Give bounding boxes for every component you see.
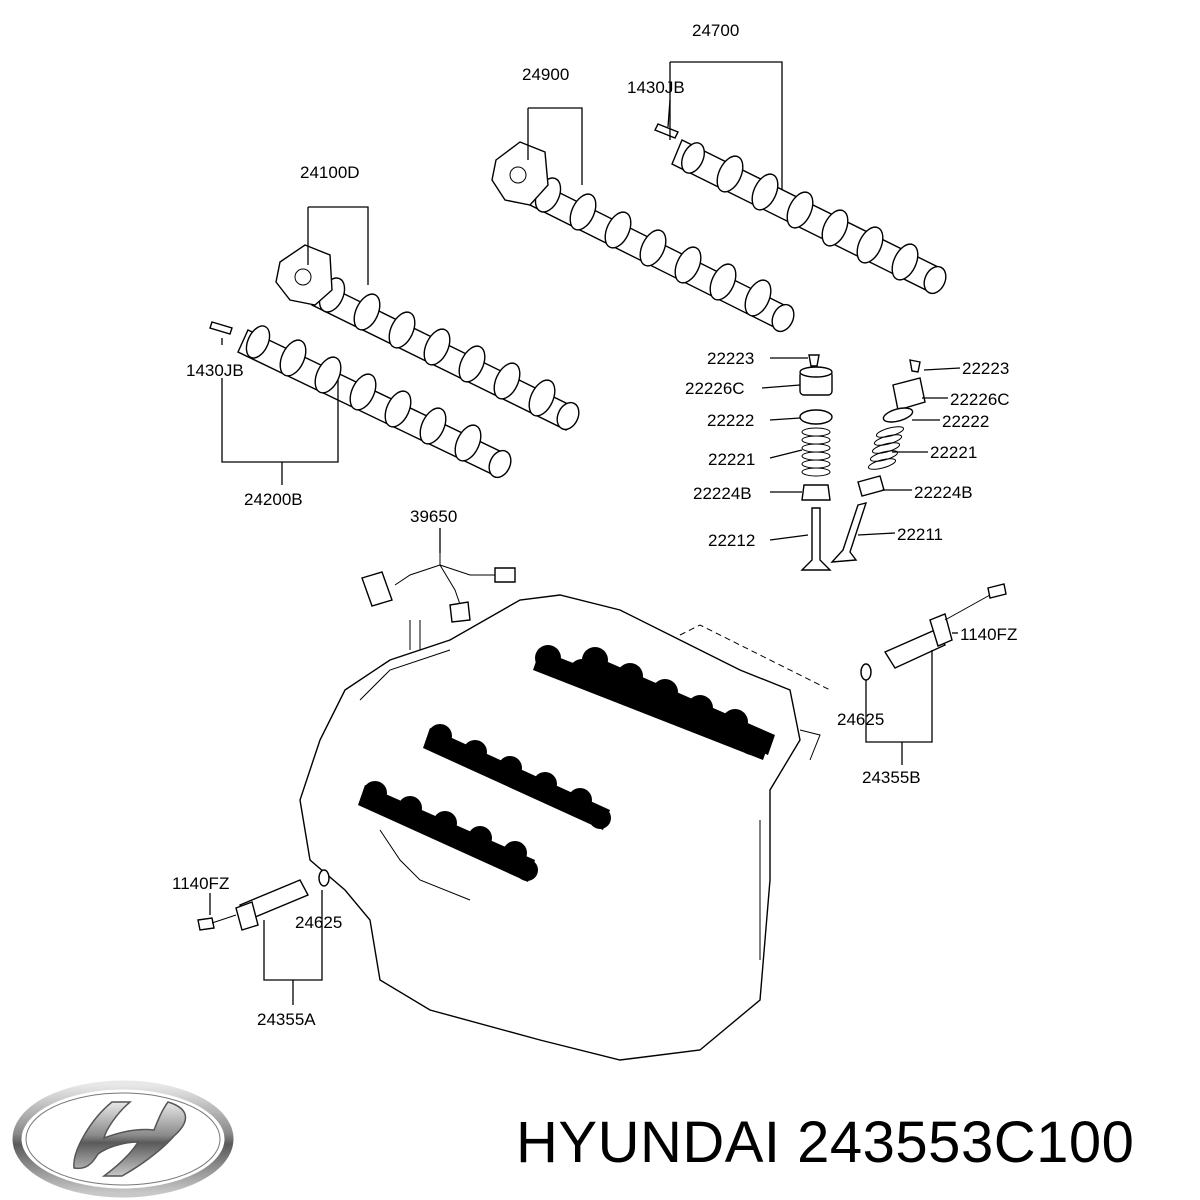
valve-train-left	[799, 354, 833, 571]
label-1430JB-left: 1430JB	[186, 361, 244, 380]
brand-name: HYUNDAI	[516, 1110, 781, 1175]
label-24200B: 24200B	[244, 490, 303, 509]
label-1140FZ-left: 1140FZ	[172, 874, 229, 893]
ocv-24355A	[197, 869, 330, 931]
label-22226C-right: 22226C	[950, 390, 1010, 409]
label-24100D: 24100D	[300, 163, 360, 182]
wiring-harness-39650	[361, 553, 516, 623]
label-22224B-right: 22224B	[914, 483, 973, 502]
label-22223-right: 22223	[962, 359, 1009, 378]
label-24625-right: 24625	[837, 710, 884, 729]
label-24355A: 24355A	[257, 1010, 316, 1029]
label-24355B: 24355B	[862, 768, 921, 787]
leader-lines	[209, 61, 961, 1005]
label-1140FZ-right: 1140FZ	[960, 625, 1017, 644]
ocv-24355B	[860, 583, 1007, 681]
camshaft-24900	[491, 141, 795, 333]
installed-camshafts	[358, 645, 775, 882]
label-24700: 24700	[692, 21, 739, 40]
label-24625-left: 24625	[295, 913, 342, 932]
label-22226C-left: 22226C	[685, 379, 745, 398]
camshaft-24700	[654, 123, 947, 295]
part-labels: 24700 24900 1430JB 24100D 1430JB 24200B …	[172, 21, 1017, 1029]
label-22221-right: 22221	[930, 443, 977, 462]
label-24900: 24900	[522, 65, 569, 84]
part-caption: HYUNDAI 243553C100	[516, 1108, 1196, 1178]
camshaft-24100D	[275, 244, 580, 431]
label-22222-right: 22222	[942, 412, 989, 431]
part-number: 243553C100	[797, 1110, 1135, 1175]
label-1430JB-top: 1430JB	[627, 78, 685, 97]
label-22222-left: 22222	[707, 411, 754, 430]
label-22224B-left: 22224B	[693, 484, 752, 503]
label-22211: 22211	[897, 525, 943, 544]
label-22221-left: 22221	[708, 450, 755, 469]
hyundai-logo-icon	[12, 1080, 234, 1198]
camshaft-24200B	[209, 321, 512, 479]
valve-train-right	[830, 359, 926, 563]
label-22212: 22212	[708, 531, 755, 550]
label-22223-left: 22223	[707, 349, 754, 368]
label-39650: 39650	[410, 507, 457, 526]
